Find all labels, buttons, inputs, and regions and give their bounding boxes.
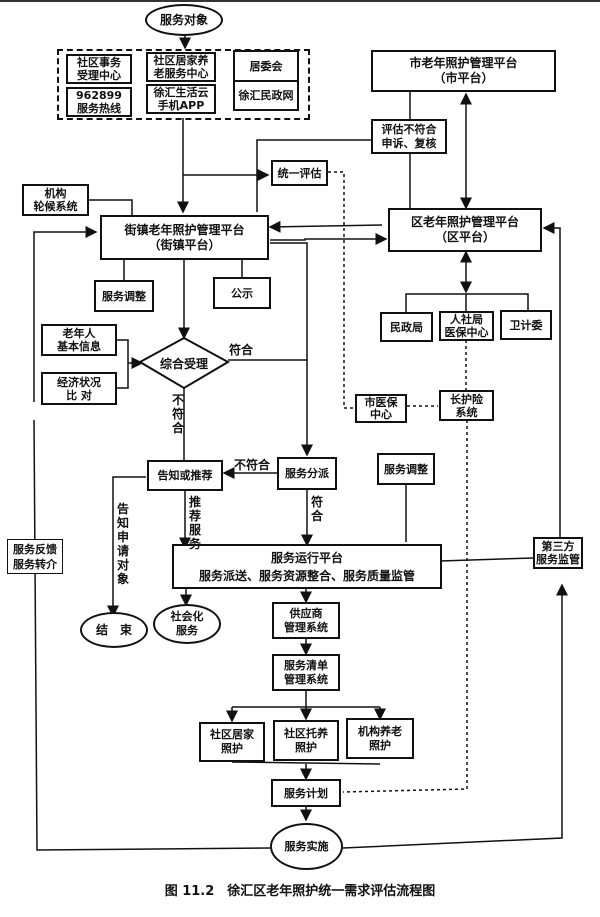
health-commission-node: 卫计委 [500,310,552,340]
economic-check-node: 经济状况 比 对 [41,372,117,405]
hr-medical-node: 人社局 医保中心 [439,311,494,341]
label-meets-dispatch: 符合 [310,495,323,523]
edge-district-street [268,220,383,233]
service-operation-platform-node: 服务运行平台 服务派送、服务资源整合、服务质量监管 [172,544,442,589]
publicity-node: 公示 [213,277,271,309]
edge-delivery-thirdparty [342,583,568,849]
city-platform-node: 市老年照护管理平台 （市平台） [371,50,556,92]
dashed-ltc-plan [342,420,468,793]
service-list-system-node: 服务清单 管理系统 [272,654,340,691]
feedback-referral-node: 服务反馈 服务转介 [7,539,63,574]
edge-institution-street [89,199,133,215]
edge-street-district [270,233,388,245]
street-platform-node: 街镇老年照护管理平台 （街镇平台） [100,215,269,260]
community-daycare-node: 社区托养 照护 [273,720,339,761]
unified-assessment-node: 统一评估 [271,160,328,186]
service-delivery-node: 服务实施 [270,823,343,870]
acceptance-diamond-shape [137,336,231,390]
comprehensive-acceptance-label: 综合受理 [159,356,208,371]
end-node: 结 束 [80,612,148,648]
civil-affairs-bureau-node: 民政局 [380,312,433,342]
channel-mobile-app: 徐汇生活云 手机APP [146,84,216,114]
edge-street-dispatch [270,242,313,457]
dashed-assessment-medical [328,171,353,409]
edge-notify-end [107,476,146,618]
community-home-care-node: 社区居家 照护 [199,722,265,762]
edge-info-acceptance [116,339,129,389]
channel-residents-committee: 居委会 [233,50,299,82]
service-adjust-node-1: 服务调整 [94,280,154,312]
edge-operation-thirdparty [439,557,534,562]
service-plan-node: 服务计划 [271,779,341,807]
label-recommend-service: 推荐服务 [188,495,201,551]
appeal-review-node: 评估不符合 申诉、复核 [371,119,447,154]
channel-community-elderly-center: 社区居家养 老服务中心 [146,52,216,82]
comprehensive-acceptance-node: 综合受理 [140,338,228,388]
service-channels-group [57,49,310,120]
notify-recommend-node: 告知或推荐 [147,460,223,491]
label-not-meet-acceptance: 不符合 [171,393,184,435]
institution-waiting-node: 机构 轮候系统 [22,184,89,216]
service-dispatch-node: 服务分派 [277,457,337,490]
city-medical-insurance-node: 市医保 中心 [355,394,407,423]
supplier-system-node: 供应商 管理系统 [272,602,340,639]
channel-civil-affairs-web: 徐汇民政网 [233,80,299,111]
edge-thirdparty-district [542,222,561,537]
label-meets-acceptance: 符合 [229,343,254,357]
elder-info-node: 老年人 基本信息 [41,324,117,356]
social-service-node: 社会化 服务 [153,604,221,644]
channel-hotline: 962899 服务热线 [66,87,132,117]
figure-caption: 图 11.2 徐汇区老年照护统一需求评估流程图 [164,884,436,899]
service-target-node: 服务对象 [145,4,223,36]
edge-feedback-street [33,226,98,402]
edge-appeal-street [256,139,371,212]
third-party-supervision-node: 第三方 服务监管 [533,537,583,569]
district-platform-node: 区老年照护管理平台 （区平台） [388,208,542,252]
service-adjust-node-2: 服务调整 [377,453,435,485]
label-not-meet-dispatch: 不符合 [234,458,271,472]
image-top-border [0,0,600,2]
institutional-care-node: 机构养老 照护 [346,718,414,759]
ltc-insurance-node: 长护险 系统 [439,390,494,421]
channel-community-affairs: 社区事务 受理中心 [66,54,132,84]
label-notify-applicant: 告知申请对象 [116,502,129,586]
